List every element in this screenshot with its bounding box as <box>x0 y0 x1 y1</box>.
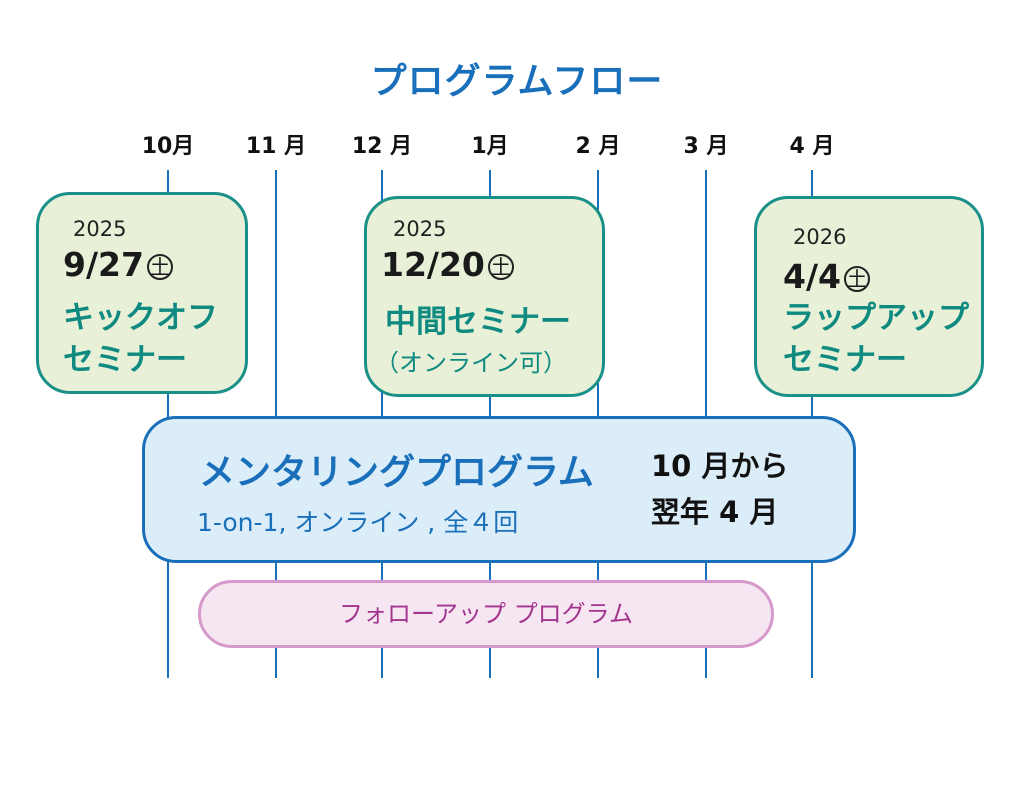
month-label: 11 月 <box>245 134 307 159</box>
mentoring-period-start: 10 月から <box>651 449 789 483</box>
event-name: 中間セミナー <box>385 304 571 340</box>
event-name: ラップアップ セミナー <box>783 297 969 381</box>
weekday-badge: 土 <box>843 265 870 292</box>
event-name-line: キックオフ <box>63 300 218 336</box>
event-date-text: 4/4 <box>783 257 841 296</box>
event-name: キックオフ セミナー <box>63 297 218 381</box>
event-name-line: セミナー <box>783 342 907 378</box>
event-year: 2025 <box>393 217 447 241</box>
month-label: 4 月 <box>789 134 835 159</box>
month-label: 2 月 <box>575 134 621 159</box>
event-date-text: 9/27 <box>63 245 144 284</box>
event-name-line: ラップアップ <box>783 300 969 336</box>
mentoring-period-end: 翌年 4 月 <box>651 495 779 529</box>
month-label: 12 月 <box>351 134 413 159</box>
mentoring-program-box: メンタリングプログラム 1-on-1, オンライン , 全４回 10 月から 翌… <box>142 416 856 563</box>
event-date-text: 12/20 <box>381 245 485 284</box>
mentoring-title: メンタリングプログラム <box>199 452 594 493</box>
event-name-line: セミナー <box>63 342 187 378</box>
followup-program-box: フォローアップ プログラム <box>198 580 774 648</box>
month-label: 1月 <box>471 134 509 159</box>
month-label: 3 月 <box>683 134 729 159</box>
event-year: 2026 <box>793 225 847 249</box>
month-label: 10月 <box>141 134 195 159</box>
weekday-badge: 土 <box>487 253 514 280</box>
weekday-badge: 土 <box>146 253 173 280</box>
event-year: 2025 <box>73 217 127 241</box>
event-note: （オンライン可） <box>375 349 567 377</box>
diagram-title: プログラムフロー <box>370 61 664 102</box>
mentoring-details: 1-on-1, オンライン , 全４回 <box>197 508 519 537</box>
